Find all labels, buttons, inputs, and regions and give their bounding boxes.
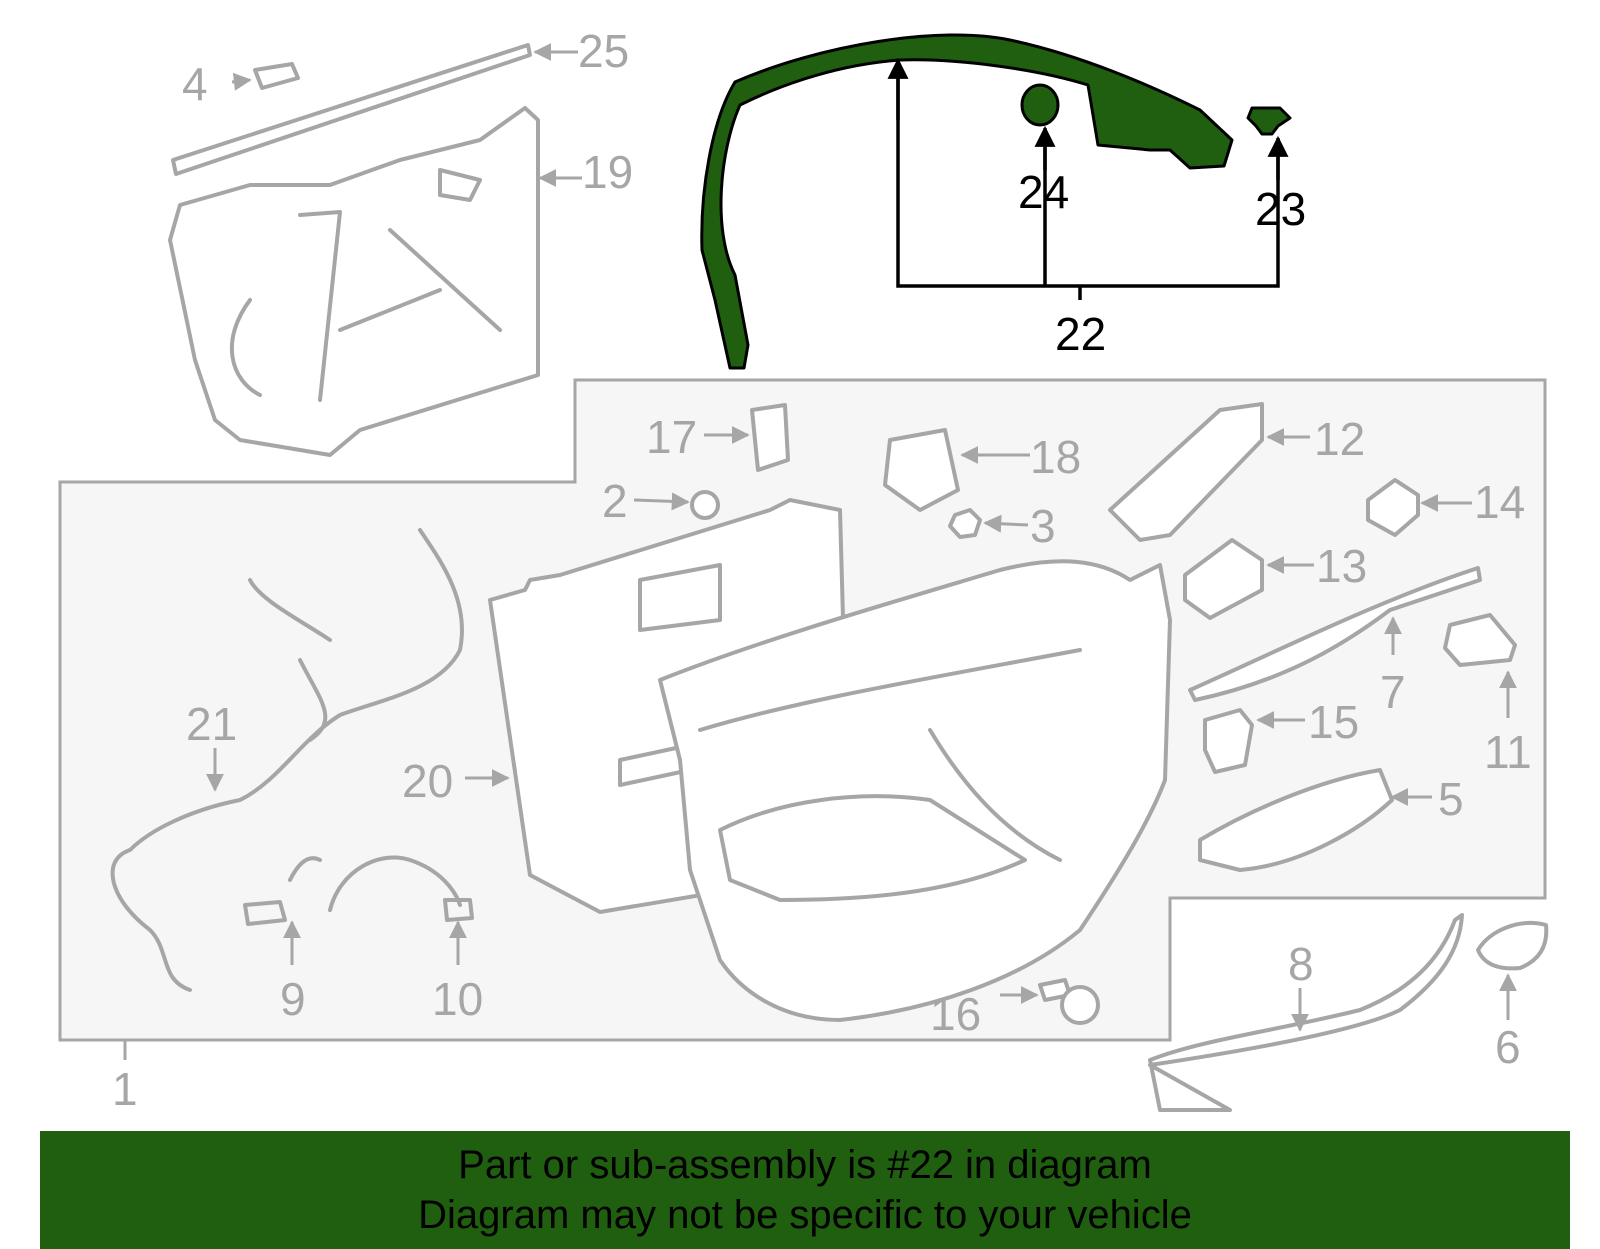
callout-7: 7 — [1380, 666, 1406, 718]
callout-6: 6 — [1495, 1021, 1521, 1073]
water-deflector-panel — [168, 106, 540, 457]
callout-13: 13 — [1316, 540, 1367, 592]
callout-20: 20 — [402, 755, 453, 807]
callout-24: 24 — [1018, 166, 1069, 218]
callout-11: 11 — [1484, 726, 1532, 778]
callout-2: 2 — [602, 475, 628, 527]
mirror-switch-part-14 — [1366, 478, 1420, 537]
callout-22: 22 — [1055, 308, 1106, 360]
callout-14: 14 — [1474, 476, 1525, 528]
callout-16: 16 — [930, 988, 981, 1040]
callout-21: 21 — [186, 698, 237, 750]
wiring-harness — [110, 528, 464, 992]
grommet-part-16 — [1060, 985, 1100, 1025]
callout-15: 15 — [1308, 696, 1359, 748]
water-deflector-detail — [229, 168, 502, 402]
cover-part-6 — [1476, 920, 1549, 971]
pull-cup-part-7 — [1188, 566, 1482, 702]
connector-part-9 — [243, 856, 322, 926]
lock-switch-part-15 — [1203, 708, 1254, 774]
callout-9: 9 — [280, 973, 306, 1025]
switch-bezel-part-12 — [1108, 402, 1264, 542]
part-22-bracket — [896, 62, 1280, 300]
callout-18: 18 — [1030, 431, 1081, 483]
callout-12: 12 — [1314, 413, 1365, 465]
callout-4: 4 — [182, 58, 208, 110]
callout-17: 17 — [646, 411, 697, 463]
callout-19: 19 — [582, 146, 633, 198]
window-frame-molding — [700, 33, 1234, 370]
callout-25: 25 — [578, 25, 629, 77]
callout-3: 3 — [1030, 500, 1056, 552]
banner-disclaimer-line: Diagram may not be specific to your vehi… — [418, 1193, 1192, 1237]
fastener-part-2 — [690, 490, 720, 520]
nut-part-3 — [948, 508, 982, 539]
callout-23: 23 — [1255, 183, 1306, 235]
highlight-leaders — [887, 57, 1289, 180]
callout-8: 8 — [1288, 938, 1314, 990]
push-pin-part-23 — [1246, 106, 1292, 136]
bracket-part-17 — [750, 403, 790, 472]
bracket-part-18 — [883, 428, 960, 512]
belt-molding-strip — [171, 43, 532, 176]
part-info-banner: Part or sub-assembly is #22 in diagram D… — [40, 1131, 1570, 1249]
door-trim-panel-armrest — [698, 648, 1082, 902]
grey-leaders — [123, 43, 1517, 1060]
cap-part-24 — [1020, 83, 1060, 127]
callout-10: 10 — [432, 973, 483, 1025]
banner-part-line: Part or sub-assembly is #22 in diagram — [458, 1143, 1152, 1187]
clip-part-4 — [253, 62, 300, 90]
connector-part-10 — [328, 855, 474, 922]
callout-5: 5 — [1438, 773, 1464, 825]
armrest-cover-part-8 — [1148, 913, 1464, 1112]
switch-part-11 — [1443, 613, 1517, 667]
door-trim-panel — [658, 559, 1172, 1022]
window-switch-part-13 — [1183, 538, 1264, 620]
callout-1: 1 — [112, 1063, 138, 1115]
